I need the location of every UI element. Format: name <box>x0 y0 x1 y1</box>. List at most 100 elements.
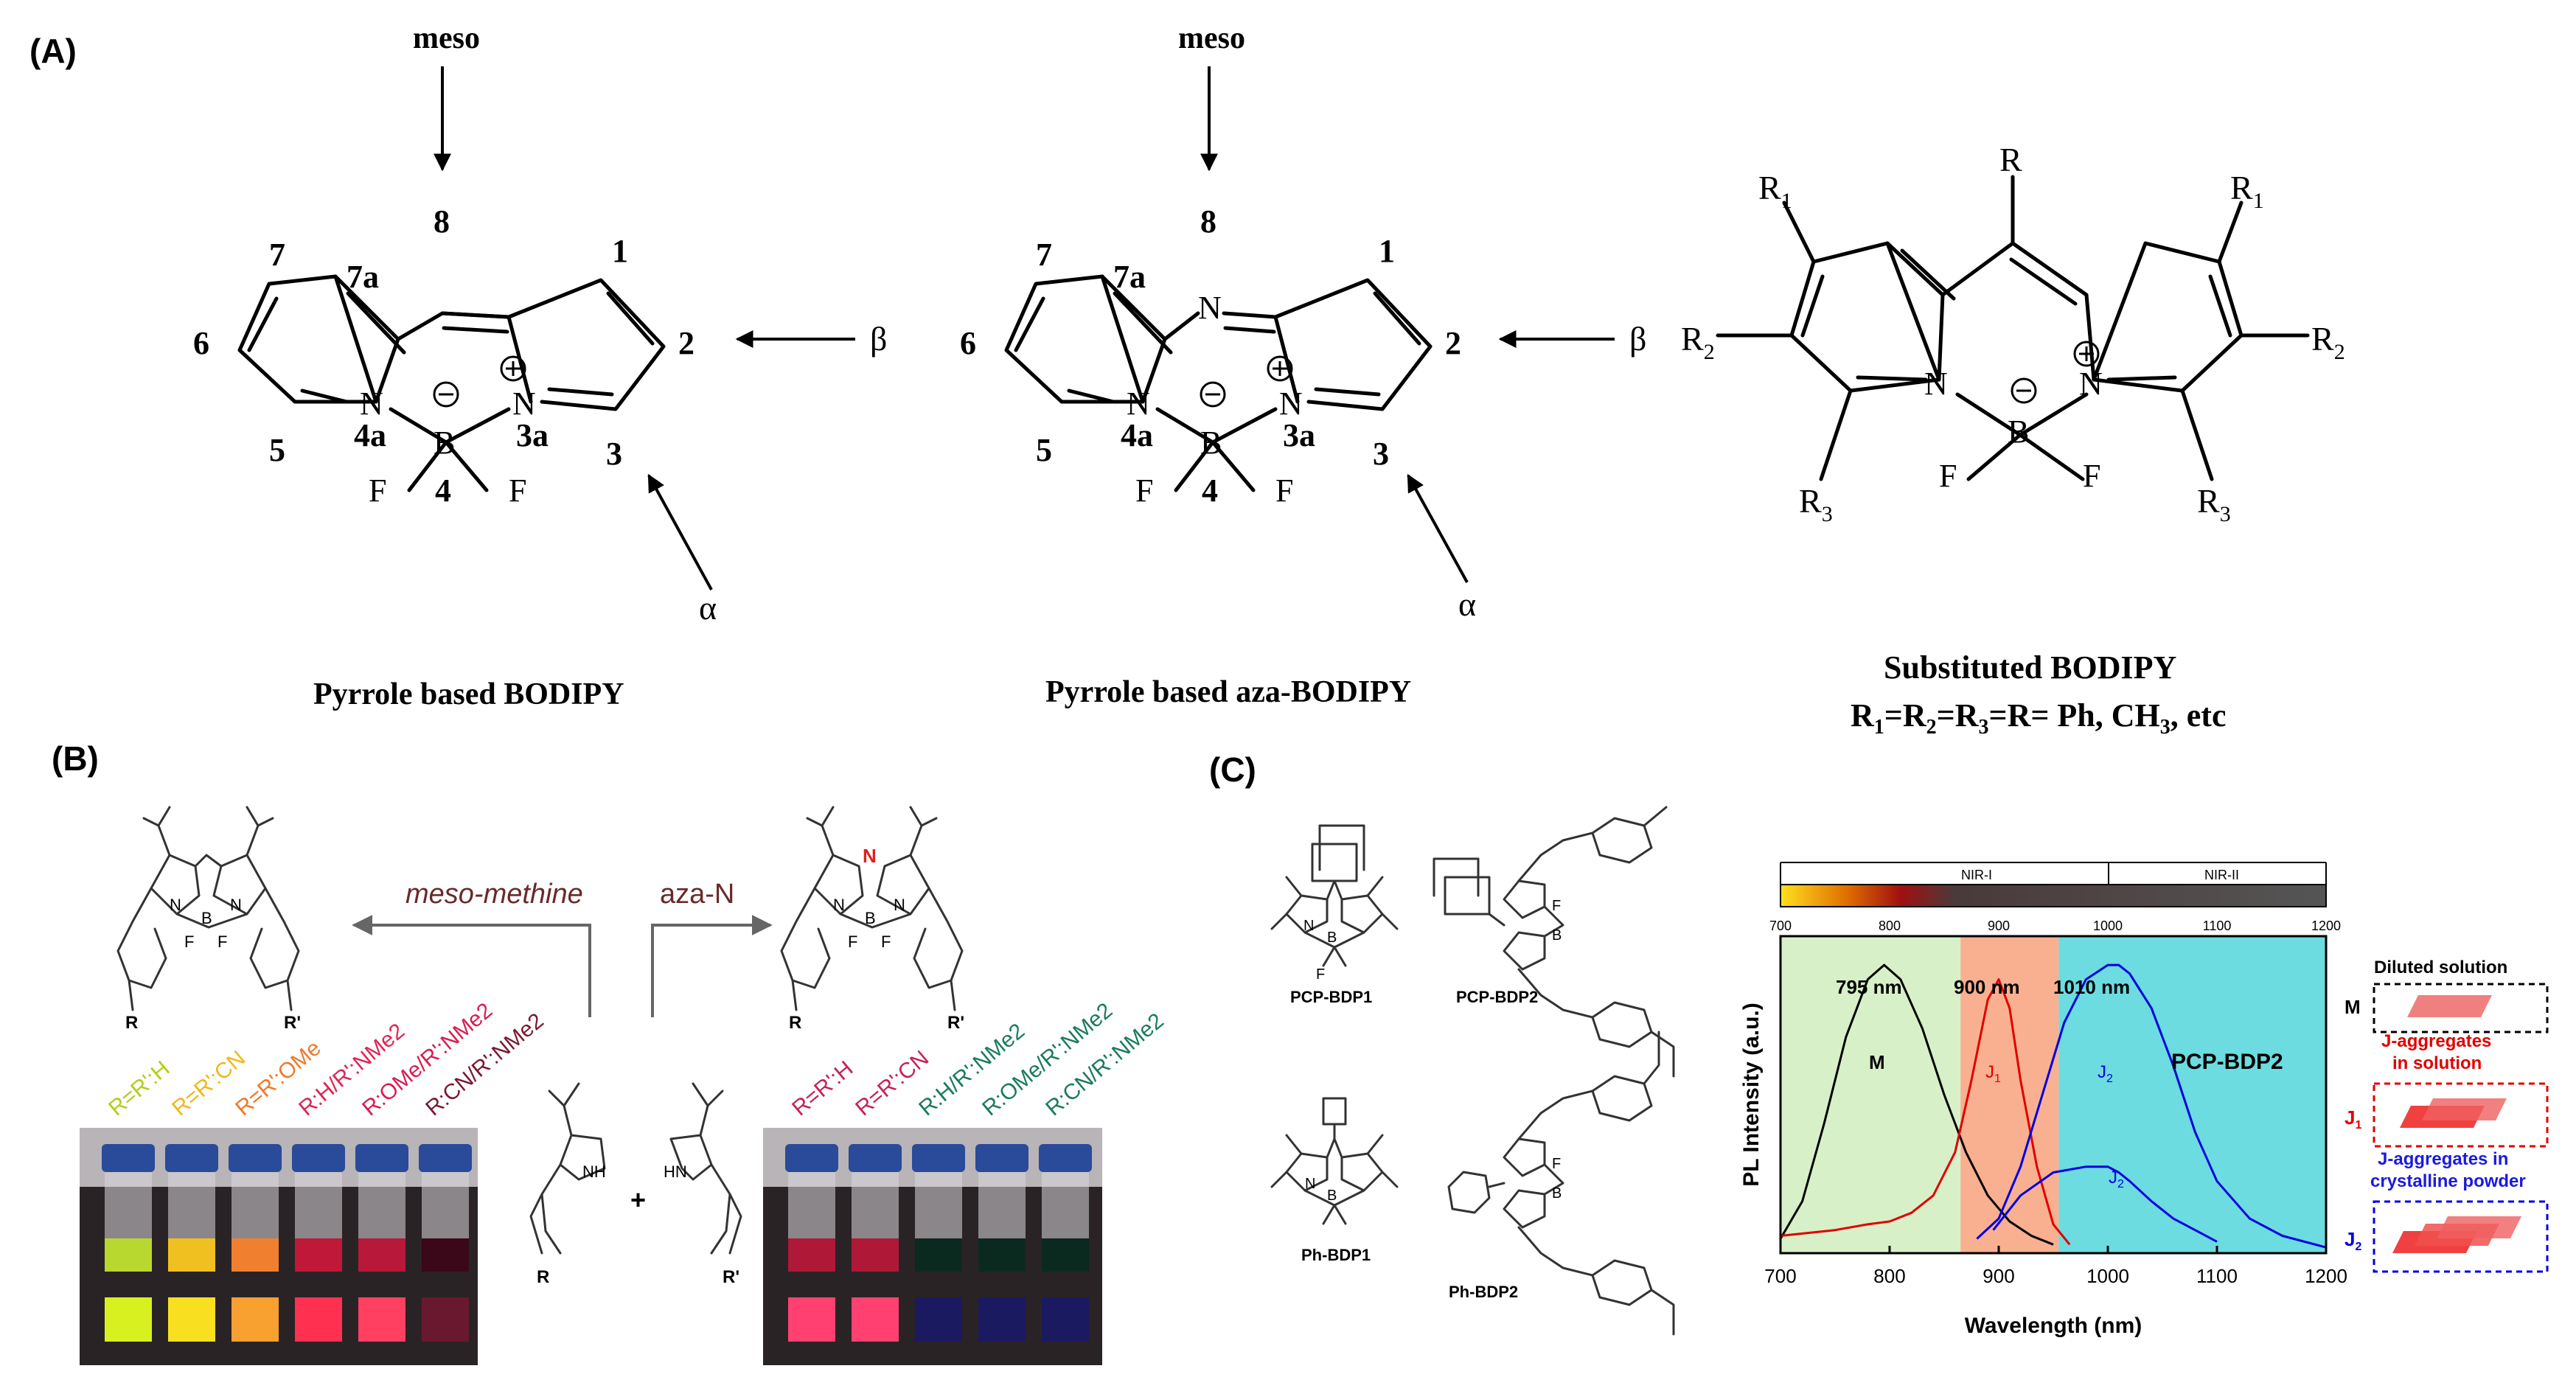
substituted-formula: R1=R2=R3=R= Ph, CH3, etc <box>1851 697 2227 739</box>
ph-bdp2-f1: F <box>1552 1156 1561 1172</box>
pos-4a: 4a <box>354 417 386 453</box>
pos-1: 1 <box>612 233 628 269</box>
sub-minus-charge <box>2011 377 2037 404</box>
panel-label-b: (B) <box>52 739 99 778</box>
vial-solution-uv <box>105 1297 152 1342</box>
legend-j1-box <box>2373 1082 2549 1148</box>
vial-solution-daylight <box>422 1238 469 1272</box>
b-left-atom-r-prime: R' <box>284 1013 301 1033</box>
vial-solution-uv <box>1042 1297 1089 1342</box>
legend-m-symbol: M <box>2344 996 2361 1018</box>
vial-cap <box>292 1144 345 1172</box>
vial-cap <box>912 1144 965 1172</box>
sub-label-r1-left: R1 <box>1758 169 1792 213</box>
compound-pcp-bdp1: PCP-BDP1 <box>1290 988 1372 1006</box>
pos-7: 7 <box>269 237 285 273</box>
vial-cap <box>419 1144 472 1172</box>
ph-bdp1-n: N <box>1305 1176 1315 1192</box>
sub-atom-n-left: N <box>1924 366 1948 402</box>
meso-methine-arrow <box>352 915 591 1017</box>
annotation-m: M <box>1869 1051 1885 1073</box>
sub-label-r3-right: R3 <box>2197 482 2231 526</box>
pcp-bdp1-f: F <box>1316 966 1325 983</box>
series-line <box>1976 963 2327 1249</box>
legend-diluted-title: Diluted solution <box>2374 958 2507 977</box>
vial-solution-daylight <box>1042 1238 1089 1272</box>
aza-n-label: aza-N <box>660 879 734 910</box>
panel-c-structures: N B F PCP-BDP1 F B PCP-BDP2 B N Ph-BDP1 … <box>1270 806 1675 1336</box>
meso-methine-label: meso-methine <box>405 879 583 910</box>
left-vial-labels: R=R':HR=R':CNR=R':OMeR:H/R':NMe2R:OMe/R'… <box>104 998 548 1120</box>
spectrum-tick-label: 1100 <box>2203 918 2232 933</box>
aza-atom-f-right: F <box>1275 473 1293 509</box>
annotation-pcp-bdp2: PCP-BDP2 <box>2171 1050 2283 1074</box>
vial-solution-uv <box>915 1297 962 1342</box>
aza-pos-4a: 4a <box>1121 417 1153 453</box>
vial-cap <box>785 1144 838 1172</box>
substituted-bodipy-structure: N N B F F R R1 R1 R2 R2 R3 R3 Substitute… <box>1681 141 2345 739</box>
legend-j2-slab-3 <box>2437 1216 2521 1238</box>
b-center-r: R <box>537 1267 549 1287</box>
atom-n-left: N <box>360 386 383 422</box>
chart-region <box>1780 936 1961 1253</box>
annotation-1010: 1010 nm <box>2053 976 2130 998</box>
vial-solution-daylight <box>105 1238 152 1272</box>
vial-solution-uv <box>422 1297 469 1342</box>
b-right-atom-f1: F <box>848 932 857 951</box>
sub-atom-b: B <box>2008 414 2029 450</box>
sub-label-r3-left: R3 <box>1799 482 1833 526</box>
beta-label: β <box>870 320 887 358</box>
vial-cap <box>355 1144 408 1172</box>
vial-solution-daylight <box>358 1238 405 1272</box>
panel-b: N B N F F R R' meso-methine aza-N N N B … <box>80 806 1169 1365</box>
legend-j2-box <box>2373 1200 2549 1273</box>
b-center-r-prime: R' <box>723 1267 739 1287</box>
b-right-atom-n1: N <box>833 896 845 914</box>
aza-pos-4: 4 <box>1202 473 1218 509</box>
x-tick-label: 1100 <box>2196 1265 2238 1287</box>
b-left-atom-n2: N <box>230 896 242 914</box>
atom-n-right: N <box>512 386 536 422</box>
vial-label: R=R':H <box>787 1056 857 1120</box>
legend-j1-slab-2 <box>2422 1098 2507 1120</box>
y-axis-label: PL Intensity (a.u.) <box>1739 1003 1764 1186</box>
spectrum-tick-label: 700 <box>1769 918 1792 933</box>
vial-cap <box>1039 1144 1092 1172</box>
aza-meso-label: meso <box>1178 21 1245 55</box>
vial-cap <box>102 1144 155 1172</box>
x-tick-label: 1200 <box>2305 1265 2347 1287</box>
sub-label-r: R <box>1999 141 2022 178</box>
vial-solution-uv <box>978 1297 1026 1342</box>
series-line <box>1779 963 2054 1246</box>
panel-label-a: (A) <box>29 32 77 70</box>
sub-plus-charge <box>2073 341 2100 367</box>
vial-solution-uv <box>168 1297 215 1342</box>
sub-atom-n-right: N <box>2079 366 2103 402</box>
b-right-atom-n2: N <box>894 896 905 914</box>
series-line <box>1992 1165 2218 1243</box>
x-tick-label: 1000 <box>2086 1265 2129 1287</box>
plus-charge <box>500 355 526 382</box>
vial-solution-uv <box>788 1297 835 1342</box>
vial-label: R:H/R':NMe2 <box>914 1019 1029 1120</box>
legend-j2-title-line1: J-aggregates in <box>2378 1149 2508 1169</box>
aza-alpha-arrow <box>1407 473 1469 583</box>
spectrum-tick-label: 900 <box>1988 918 2010 933</box>
chart-series <box>1779 963 2327 1249</box>
vial-solution-uv <box>295 1297 342 1342</box>
sub-label-r2-left: R2 <box>1681 320 1715 364</box>
b-center-hn: HN <box>664 1162 687 1181</box>
minus-charge <box>433 381 459 408</box>
right-vial-row <box>785 1144 1092 1342</box>
aza-pos-3: 3 <box>1373 436 1389 472</box>
pos-7a: 7a <box>347 259 379 295</box>
vial-label: R=R':H <box>104 1056 174 1120</box>
x-tick-label: 800 <box>1873 1265 1905 1287</box>
series-line <box>1780 978 2071 1246</box>
nir-ii-label: NIR-II <box>2204 868 2239 882</box>
aza-atom-n-left: N <box>1127 386 1150 422</box>
b-left-atom-b: B <box>201 909 212 927</box>
b-right-atom-r-prime: R' <box>947 1013 964 1033</box>
